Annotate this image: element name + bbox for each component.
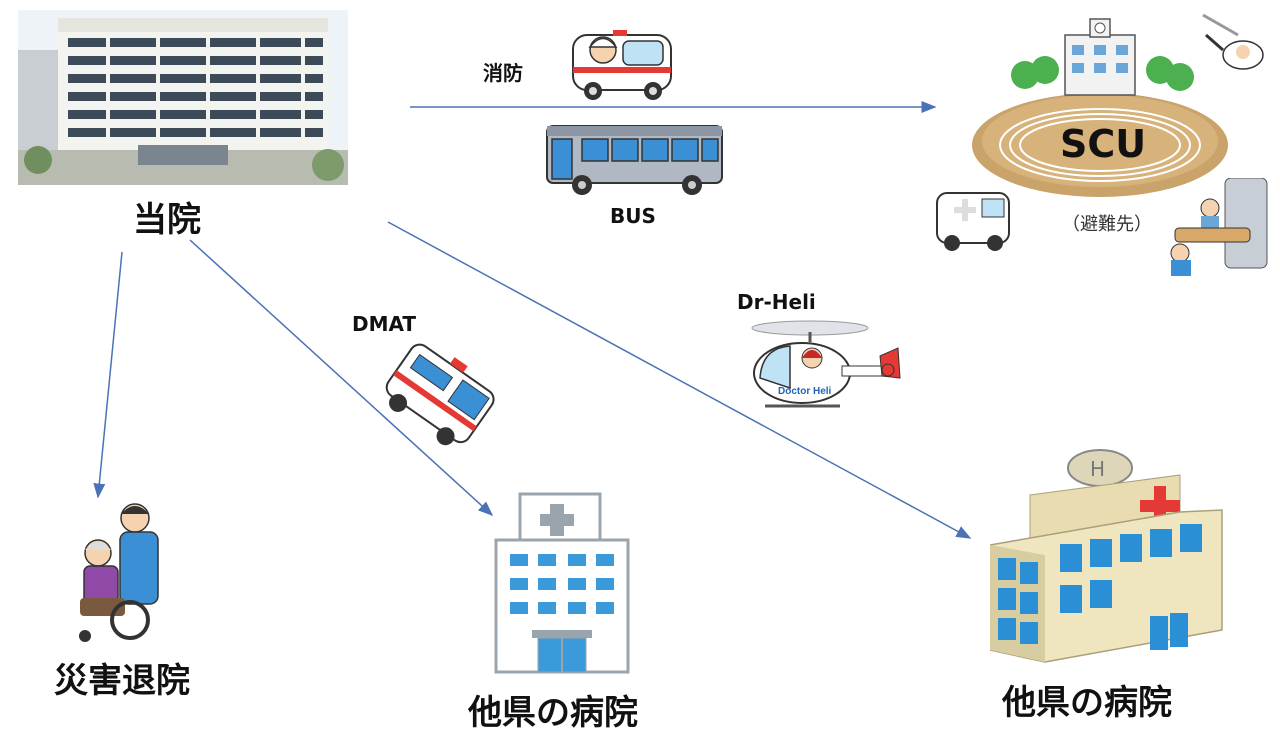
origin-hospital-photo <box>18 10 348 185</box>
svg-text:H: H <box>1090 457 1105 481</box>
scu-note: （避難先） <box>1062 214 1152 235</box>
fire-ambulance-icon <box>568 25 678 105</box>
scu-ambulance-icon <box>932 185 1017 260</box>
origin-label: 当院 <box>133 200 201 240</box>
scu-label: SCU <box>1060 122 1147 166</box>
fire-label: 消防 <box>483 61 523 85</box>
bus-label: BUS <box>610 204 656 228</box>
dmat-ambulance-icon <box>380 333 498 458</box>
discharge-label: 災害退院 <box>54 661 190 701</box>
hospital-a-label: 他県の病院 <box>468 693 638 733</box>
dmat-label: DMAT <box>352 312 417 336</box>
hospital-a-icon <box>492 492 632 674</box>
scu-field-icon <box>970 15 1230 200</box>
heli-body-text: Doctor Heli <box>778 386 832 397</box>
small-helicopter-icon <box>1198 10 1268 75</box>
hospital-b-label: 他県の病院 <box>1002 683 1172 723</box>
arrow-to-discharge <box>93 251 123 499</box>
arrow-to-hospital-a <box>189 239 494 517</box>
doctor-helicopter-icon: Doctor Heli <box>740 318 905 413</box>
arrow-to-hospital-b <box>387 221 972 539</box>
heli-label: Dr-Heli <box>737 290 816 314</box>
wheelchair-nurse-icon <box>60 498 175 648</box>
hospital-b-icon: H <box>990 440 1225 665</box>
bus-icon <box>542 123 727 198</box>
stretcher-icon <box>1165 178 1270 278</box>
